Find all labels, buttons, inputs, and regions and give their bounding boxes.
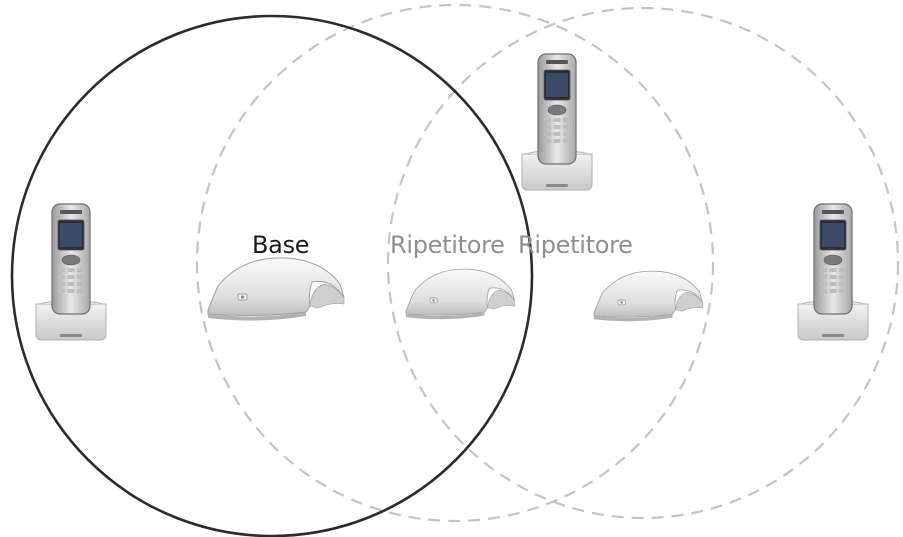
base-range-circle (10, 14, 534, 537)
repeater-1-label: Ripetitore (390, 231, 505, 259)
cordless-handset-icon (797, 203, 869, 341)
repeater-2-label: Ripetitore (518, 231, 633, 259)
cordless-handset-icon (35, 203, 107, 341)
repeater-2-range-circle (386, 6, 900, 520)
dect-repeater-icon (405, 268, 516, 320)
dect-base-station-icon (207, 257, 345, 322)
cordless-handset-icon (521, 53, 593, 191)
base-label: Base (252, 231, 310, 259)
repeater-1-range-circle (195, 3, 715, 523)
dect-repeater-icon (593, 270, 704, 322)
